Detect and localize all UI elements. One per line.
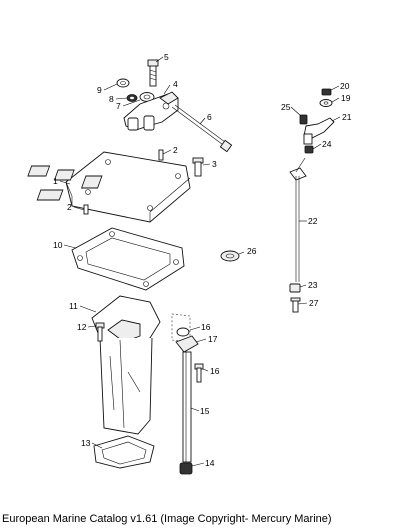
callout-4: 4 [173, 79, 178, 89]
callout-6: 6 [207, 112, 212, 122]
callout-11: 11 [69, 301, 78, 311]
callout-26: 26 [247, 246, 257, 256]
callout-22: 22 [308, 216, 318, 226]
part-6-rod [171, 104, 233, 153]
part-1-plate [27, 151, 191, 223]
part-13-seal [93, 435, 155, 469]
copyright-caption: European Marine Catalog v1.61 (Image Cop… [2, 513, 332, 525]
part-21-lever [303, 117, 335, 145]
callout-10: 10 [53, 240, 63, 250]
part-15-tube [182, 351, 192, 463]
callout-19: 19 [341, 93, 351, 103]
exploded-parts-diagram: 5 4 9 8 7 6 2 3 1 2 10 26 11 12 13 14 15… [27, 52, 352, 475]
callout-25: 25 [281, 102, 291, 112]
callout-15: 15 [200, 406, 210, 416]
callout-3: 3 [212, 159, 217, 169]
part-2-pin-lower [83, 204, 89, 215]
part-22-shift-rod [289, 157, 307, 282]
callout-21: 21 [342, 112, 352, 122]
part-12-bolt [95, 322, 105, 342]
leader-lines [59, 56, 341, 467]
part-16-bolt [194, 363, 204, 383]
part-11-housing [91, 295, 161, 435]
part-24-bushing [304, 145, 314, 154]
callout-labels: 5 4 9 8 7 6 2 3 1 2 10 26 11 12 13 14 15… [53, 52, 352, 468]
part-4-bracket [123, 91, 179, 131]
callout-14: 14 [205, 458, 215, 468]
callout-2-upper: 2 [173, 145, 178, 155]
callout-13: 13 [81, 438, 91, 448]
callout-24: 24 [322, 139, 332, 149]
part-2-pin-upper [158, 149, 164, 161]
part-5-bolt [147, 59, 159, 87]
callout-16-upper: 16 [201, 322, 211, 332]
part-14-grommet [179, 462, 193, 475]
part-8-washer [126, 94, 138, 102]
callout-1: 1 [53, 176, 58, 186]
callout-9: 9 [97, 85, 102, 95]
callout-16-lower: 16 [210, 366, 220, 376]
part-3-bolt [192, 157, 204, 177]
part-10-gasket [71, 227, 185, 291]
part-27-pin [290, 297, 301, 313]
callout-27: 27 [309, 298, 319, 308]
callout-12: 12 [77, 322, 87, 332]
callout-23: 23 [308, 280, 318, 290]
callout-2-lower: 2 [67, 202, 72, 212]
part-23-nut [289, 283, 301, 293]
part-17-bracket [175, 335, 199, 353]
callout-5: 5 [164, 52, 169, 62]
part-20-nut [321, 88, 332, 96]
callout-7: 7 [116, 101, 121, 111]
part-19-washer [319, 99, 333, 107]
callout-20: 20 [340, 81, 350, 91]
part-25-nut [299, 114, 308, 125]
part-26-grommet [220, 250, 240, 262]
part-9-washer [116, 78, 130, 88]
callout-8: 8 [109, 94, 114, 104]
callout-17: 17 [208, 334, 218, 344]
